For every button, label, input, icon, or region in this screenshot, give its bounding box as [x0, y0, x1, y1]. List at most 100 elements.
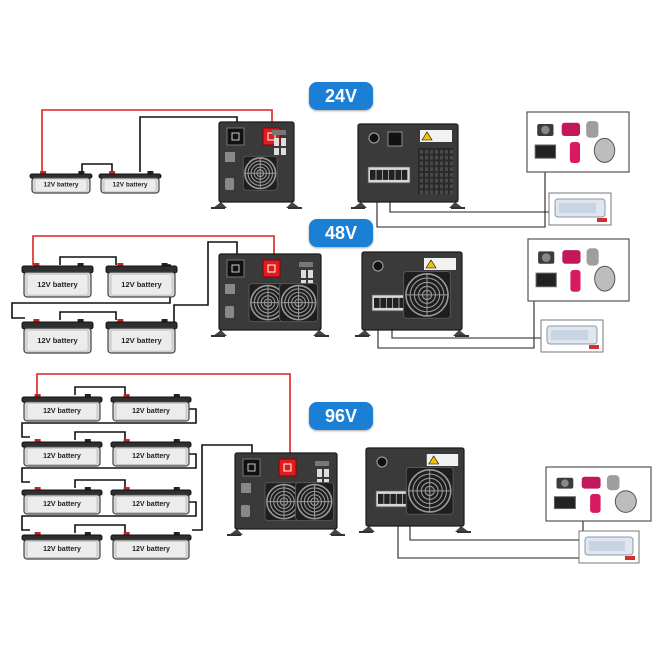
- vent-slot: [425, 190, 428, 194]
- power-switch: [225, 152, 235, 162]
- battery-icon: 12V battery: [110, 439, 192, 467]
- positive-terminal: [278, 458, 297, 477]
- camera-lens: [541, 253, 551, 262]
- battery-label: 12V battery: [132, 408, 170, 415]
- vent-slot: [425, 155, 428, 160]
- battery-label: 12V battery: [121, 280, 162, 289]
- terminal-screw: [374, 297, 380, 308]
- vent-slot: [450, 178, 453, 183]
- appliance-icon: [527, 238, 630, 302]
- cooling-fan-icon: [242, 155, 278, 191]
- battery-face: [26, 495, 98, 513]
- vent-slot: [435, 161, 438, 166]
- vent-slot: [440, 184, 443, 189]
- vent-slot: [445, 190, 448, 194]
- battery-positive-terminal: [117, 319, 124, 323]
- cooling-fan-icon: [264, 482, 304, 522]
- vent-slot: [445, 184, 448, 189]
- positive-terminal-bolt: [267, 132, 276, 141]
- breaker-switch: [241, 505, 250, 517]
- vent-slot: [440, 155, 443, 160]
- battery-label: 12V battery: [132, 501, 170, 508]
- negative-terminal: [242, 458, 261, 477]
- vent-slot: [430, 161, 433, 166]
- rj-connector: [281, 148, 286, 155]
- camera-lens: [561, 479, 569, 487]
- wire: [36, 373, 291, 459]
- negative-terminal: [226, 127, 245, 146]
- battery-face: [110, 273, 173, 296]
- inverter-feet: [353, 202, 463, 208]
- power-switch: [225, 284, 235, 294]
- vent-slot: [450, 184, 453, 189]
- voltage-badge-96v: 96V: [309, 402, 373, 430]
- battery-face: [26, 540, 98, 558]
- battery-negative-terminal: [77, 263, 84, 267]
- battery-negative-terminal: [84, 439, 91, 443]
- battery-negative-terminal: [78, 171, 85, 175]
- vent-slot: [425, 161, 428, 166]
- kettle-icon: [586, 121, 599, 138]
- vent-slot: [435, 184, 438, 189]
- battery-positive-terminal: [34, 532, 41, 536]
- positive-terminal: [262, 259, 281, 278]
- terminal-screw: [389, 169, 395, 180]
- warning-icon: [428, 455, 440, 465]
- terminal-screw: [396, 493, 403, 504]
- microwave-icon: [578, 530, 640, 564]
- wire: [32, 235, 275, 265]
- vent-slot: [450, 150, 453, 154]
- appliance-icon: [526, 111, 630, 173]
- positive-terminal-bolt: [267, 264, 276, 273]
- vent-slot: [450, 190, 453, 194]
- cooling-fan-icon: [403, 271, 451, 319]
- battery-icon: 12V battery: [21, 263, 94, 298]
- battery-positive-terminal: [34, 487, 41, 491]
- inverter-icon: [211, 253, 329, 337]
- vent-slot: [430, 184, 433, 189]
- battery-label: 12V battery: [43, 501, 81, 508]
- components: 12V battery 12V battery 12V battery 12V bat…: [21, 111, 652, 564]
- vent-slot: [425, 184, 428, 189]
- terminal-screw: [378, 493, 384, 504]
- brand-tag: [589, 345, 599, 349]
- fuse-holder: [372, 260, 384, 272]
- battery-positive-terminal: [123, 439, 130, 443]
- rice-cooker-icon: [593, 137, 616, 163]
- battery-icon: 12V battery: [98, 171, 162, 194]
- battery-negative-terminal: [84, 532, 91, 536]
- battery-positive-terminal: [109, 171, 116, 175]
- battery-positive-terminal: [123, 487, 130, 491]
- inverter-feet: [229, 529, 343, 535]
- microwave-door: [589, 541, 625, 551]
- battery-positive-terminal: [123, 394, 130, 398]
- battery-icon: 12V battery: [110, 487, 192, 515]
- inverter-feet: [213, 202, 300, 208]
- rj-connector: [324, 469, 329, 477]
- vent-slot: [420, 184, 423, 189]
- fuse-holder: [376, 456, 388, 468]
- vent-slot: [430, 155, 433, 160]
- wire: [11, 264, 171, 319]
- battery-label: 12V battery: [121, 336, 162, 345]
- inverter-feet: [361, 526, 469, 532]
- wire: [192, 444, 253, 531]
- induction-cooker-icon: [534, 144, 557, 159]
- status-indicator: [315, 461, 329, 466]
- negative-terminal-bolt: [247, 463, 256, 472]
- microwave-icon: [540, 319, 604, 353]
- inverter-icon: [351, 123, 465, 209]
- battery-label: 12V battery: [43, 453, 81, 460]
- rj-connector: [274, 148, 279, 155]
- microwave-door: [559, 203, 597, 213]
- terminal-screw: [401, 169, 408, 180]
- battery-positive-terminal: [33, 263, 40, 267]
- wire: [74, 479, 126, 488]
- camcorder-icon: [581, 476, 601, 489]
- status-indicator: [299, 262, 313, 267]
- wires: [11, 109, 584, 559]
- battery-negative-terminal: [147, 171, 154, 175]
- rice-cooker-icon: [614, 490, 637, 513]
- vent-slot: [435, 190, 438, 194]
- battery-face: [103, 178, 157, 193]
